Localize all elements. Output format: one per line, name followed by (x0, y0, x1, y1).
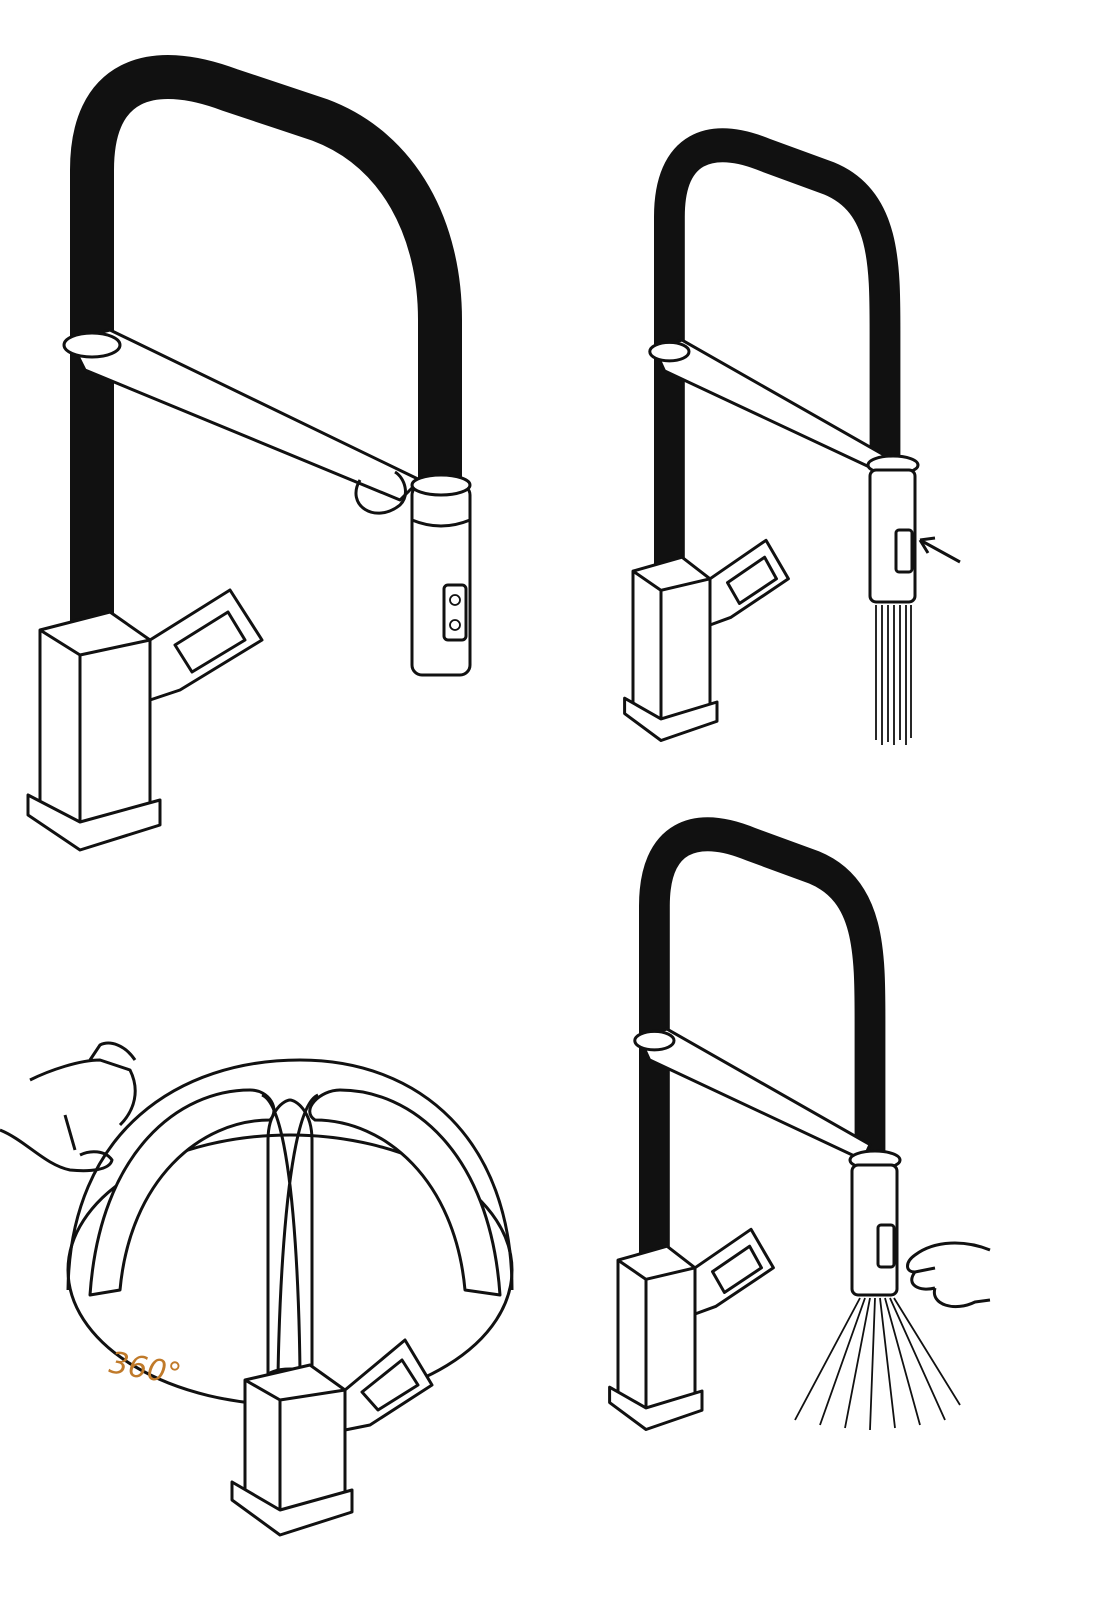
faucet-stream-panel (625, 128, 960, 745)
press-arrow-icon (920, 538, 960, 562)
rotation-label: 360° (107, 1345, 184, 1392)
hand-turning-icon (0, 1043, 135, 1171)
faucet-base (232, 1340, 432, 1535)
spray-head (412, 475, 470, 675)
hook-arrow-icon (356, 472, 405, 513)
spray-fan (795, 1298, 960, 1430)
spray-head (868, 456, 918, 602)
faucet-swivel-panel: 360° (0, 1043, 512, 1535)
water-stream (876, 605, 911, 745)
hand-pressing-icon (908, 1243, 991, 1307)
faucet-spray-panel (610, 817, 991, 1430)
spray-head (850, 1151, 900, 1295)
faucet-hooked-panel (28, 77, 470, 850)
